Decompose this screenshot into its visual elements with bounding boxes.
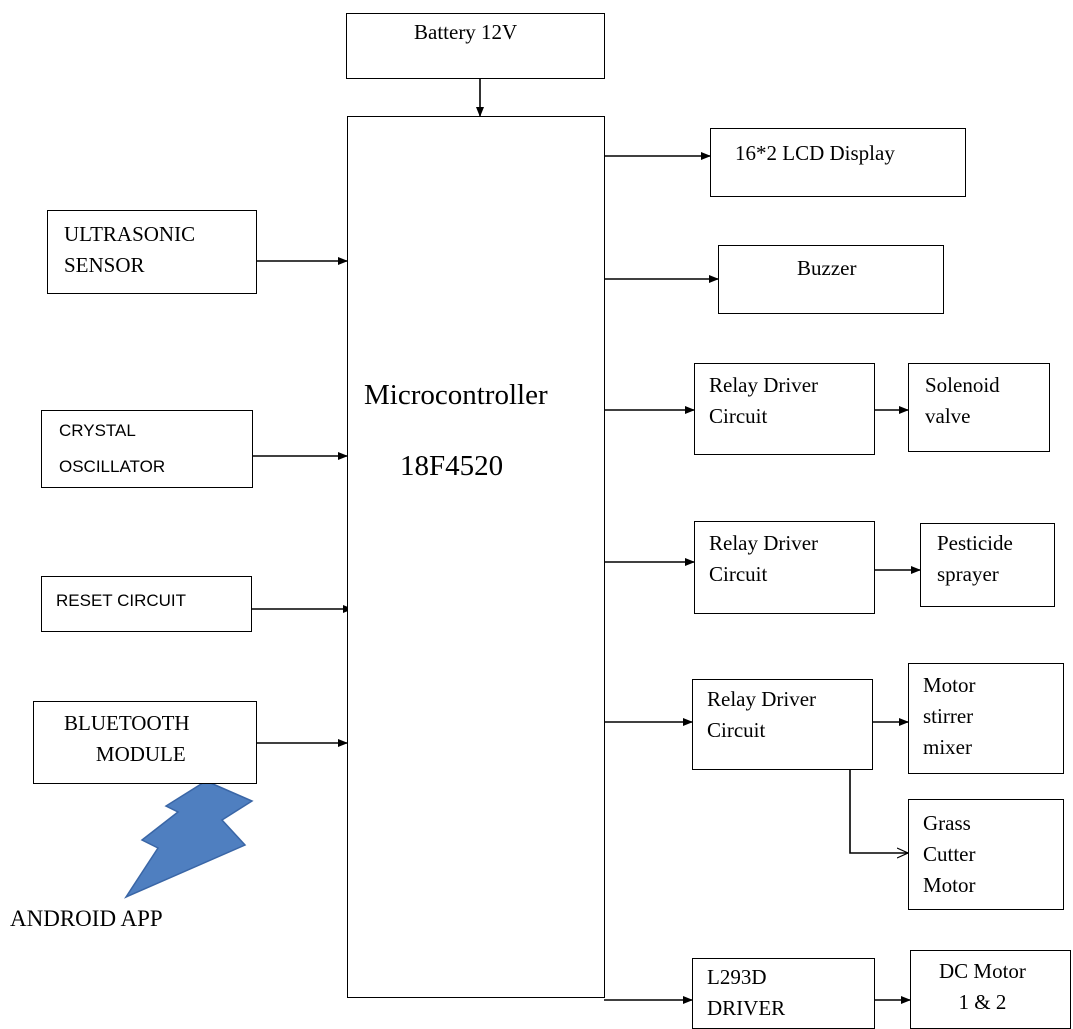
grass-cutter-label-3: Motor [923, 873, 976, 897]
ultrasonic-sensor-block: ULTRASONIC SENSOR [47, 210, 257, 294]
solenoid-valve-block: Solenoid valve [908, 363, 1050, 452]
lcd-display-label: 16*2 LCD Display [735, 141, 895, 165]
bluetooth-label-1: BLUETOOTH [64, 711, 190, 735]
relay-driver-1-block: Relay Driver Circuit [694, 363, 875, 455]
solenoid-label-1: Solenoid [925, 373, 1000, 397]
bluetooth-module-block: BLUETOOTH MODULE [33, 701, 257, 784]
crystal-label-1: CRYSTAL [59, 421, 136, 440]
dc-motor-label-1: DC Motor [939, 959, 1026, 983]
microcontroller-label: Microcontroller [364, 379, 548, 411]
relay-driver-3-block: Relay Driver Circuit [692, 679, 873, 770]
battery-label: Battery 12V [414, 20, 518, 44]
lightning-bolt-icon [123, 780, 254, 899]
dc-motor-block: DC Motor 1 & 2 [910, 950, 1071, 1029]
buzzer-label: Buzzer [797, 256, 857, 280]
microcontroller-block: Microcontroller 18F4520 [347, 116, 605, 998]
motor-stirrer-label-3: mixer [923, 735, 972, 759]
lcd-display-block: 16*2 LCD Display [710, 128, 966, 197]
motor-stirrer-mixer-block: Motor stirrer mixer [908, 663, 1064, 774]
grass-cutter-motor-block: Grass Cutter Motor [908, 799, 1064, 910]
buzzer-block: Buzzer [718, 245, 944, 314]
pesticide-label-2: sprayer [937, 562, 999, 586]
motor-stirrer-label-2: stirrer [923, 704, 974, 728]
microcontroller-model: 18F4520 [400, 450, 504, 482]
crystal-oscillator-block: CRYSTAL OSCILLATOR [41, 410, 253, 488]
reset-circuit-label: RESET CIRCUIT [56, 591, 187, 610]
dc-motor-label-2: 1 & 2 [958, 990, 1007, 1014]
relay-driver-2-block: Relay Driver Circuit [694, 521, 875, 614]
motor-stirrer-label-1: Motor [923, 673, 976, 697]
wire-relay3-grass-cutter [790, 768, 908, 853]
pesticide-sprayer-block: Pesticide sprayer [920, 523, 1055, 607]
relay-2-label-2: Circuit [709, 562, 768, 586]
l293d-driver-block: L293D DRIVER [692, 958, 875, 1029]
solenoid-label-2: valve [925, 404, 971, 428]
reset-circuit-block: RESET CIRCUIT [41, 576, 252, 632]
grass-cutter-label-1: Grass [923, 811, 971, 835]
l293d-label-1: L293D [707, 965, 767, 989]
grass-cutter-label-2: Cutter [923, 842, 976, 866]
battery-block: Battery 12V [346, 13, 605, 79]
relay-3-label-2: Circuit [707, 718, 766, 742]
ultrasonic-label-2: SENSOR [64, 253, 145, 277]
bluetooth-label-2: MODULE [95, 742, 186, 766]
ultrasonic-label-1: ULTRASONIC [64, 222, 196, 246]
relay-1-label-1: Relay Driver [709, 373, 819, 397]
relay-1-label-2: Circuit [709, 404, 768, 428]
l293d-label-2: DRIVER [707, 996, 786, 1020]
android-app-label: ANDROID APP [10, 906, 163, 931]
relay-3-label-1: Relay Driver [707, 687, 817, 711]
crystal-label-2: OSCILLATOR [59, 457, 166, 476]
pesticide-label-1: Pesticide [937, 531, 1013, 555]
relay-2-label-1: Relay Driver [709, 531, 819, 555]
